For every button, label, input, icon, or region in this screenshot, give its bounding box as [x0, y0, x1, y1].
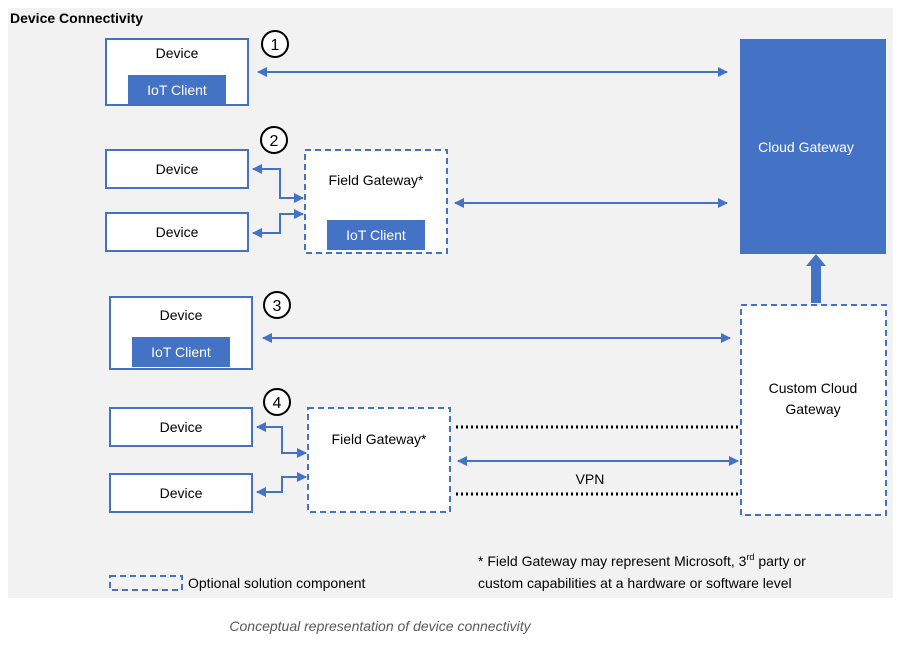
footnote-line-2: custom capabilities at a hardware or sof… [478, 575, 792, 591]
field-gateway-label: Field Gateway* [329, 172, 424, 188]
footnote-line-1: * Field Gateway may represent Microsoft,… [478, 552, 806, 569]
connector-arrow [252, 164, 304, 203]
diagram-title: Device Connectivity [10, 10, 143, 26]
scenario-3: Device IoT Client 3 [109, 291, 731, 370]
step-number-circle [263, 291, 291, 319]
device-label: Device [160, 307, 203, 323]
custom-cloud-gateway: Custom Cloud Gateway [740, 304, 887, 516]
step-number: 1 [271, 37, 280, 54]
connector-arrow [256, 472, 307, 497]
upward-arrow [806, 254, 826, 303]
cloud-gateway-label: Cloud Gateway [758, 139, 854, 155]
field-gateway-label: Field Gateway* [332, 431, 427, 447]
iot-client-label: IoT Client [151, 344, 211, 360]
step-number: 3 [273, 298, 282, 315]
legend-dashed-swatch [109, 575, 183, 591]
iot-client-label: IoT Client [147, 82, 207, 98]
legend-label: Optional solution component [188, 575, 366, 591]
device-label: Device [156, 224, 199, 240]
footnote: * Field Gateway may represent Microsoft,… [478, 552, 806, 591]
scenario-1: Device IoT Client 1 [105, 30, 728, 106]
field-gateway-box [307, 407, 451, 513]
device-label: Device [160, 485, 203, 501]
scenario-2: Device Device Field Gateway* IoT Client … [105, 126, 728, 254]
device-box [109, 473, 253, 513]
device-label: Device [156, 161, 199, 177]
iot-client-label: IoT Client [346, 227, 406, 243]
step-number-circle [263, 388, 291, 416]
custom-cloud-gateway-label: Custom Cloud [769, 380, 858, 396]
device-connectivity-diagram: Device Connectivity Device IoT Client 1 … [8, 8, 893, 598]
custom-cloud-gateway-box [740, 304, 887, 516]
step-number-circle [261, 30, 289, 58]
iot-client-box [327, 220, 425, 250]
connector-arrow [256, 422, 307, 458]
iot-client-box [132, 337, 230, 367]
device-box [105, 212, 249, 252]
cloud-gateway-box [740, 39, 886, 254]
connector-arrow [252, 209, 304, 238]
device-label: Device [156, 45, 199, 61]
device-box [105, 149, 249, 189]
legend: Optional solution component [109, 575, 366, 591]
step-number-circle [260, 126, 288, 154]
scenario-4: Device Device Field Gateway* 4 VPN [109, 388, 740, 513]
device-box [109, 407, 253, 447]
iot-client-box [128, 75, 226, 105]
device-label: Device [160, 419, 203, 435]
cloud-gateway: Cloud Gateway [740, 39, 886, 254]
custom-cloud-gateway-label: Gateway [785, 401, 840, 417]
vpn-label: VPN [576, 471, 605, 487]
step-number: 2 [270, 133, 279, 150]
figure-caption: Conceptual representation of device conn… [229, 618, 531, 634]
step-number: 4 [273, 395, 282, 412]
